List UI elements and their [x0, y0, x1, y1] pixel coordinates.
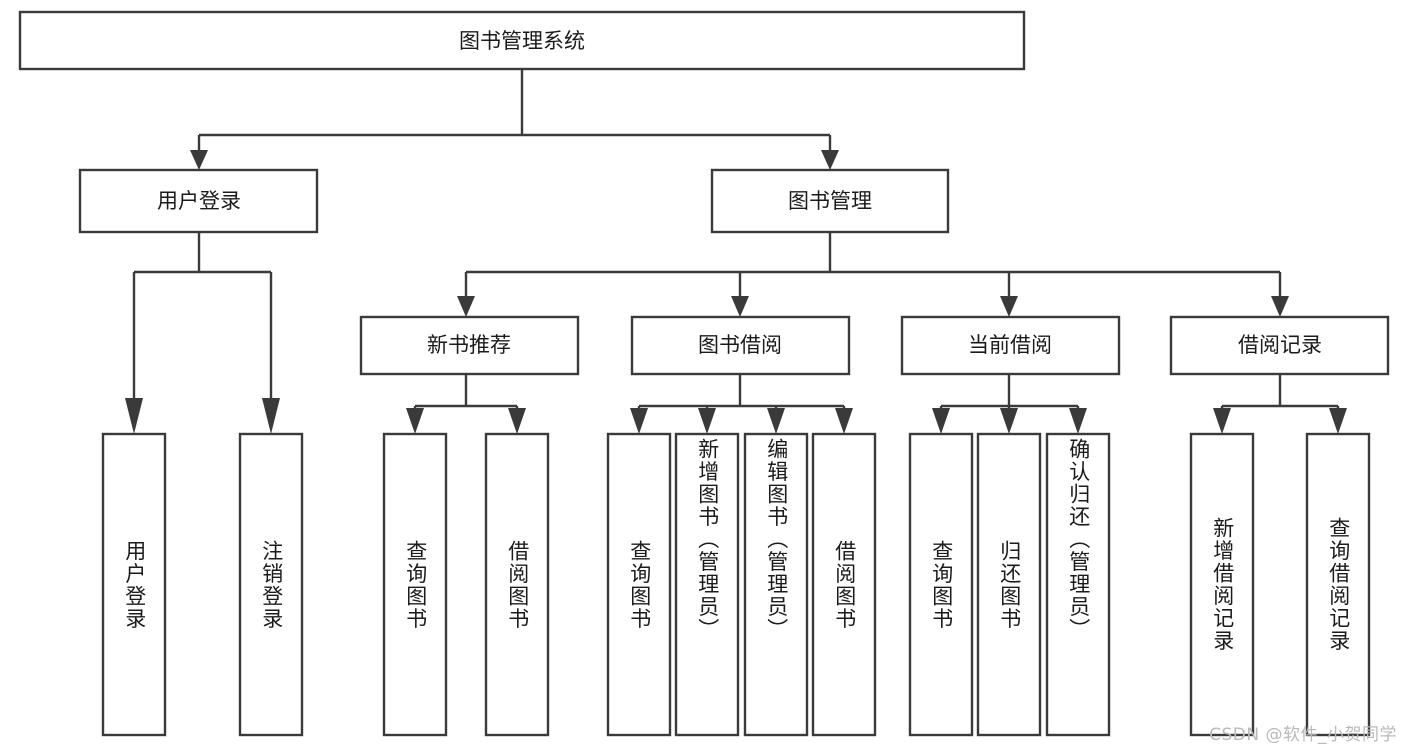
node-root-box[interactable] — [18, 10, 1026, 71]
node-borrow-record-label: 借阅记录 — [1238, 333, 1322, 357]
leaf-box-group — [101, 432, 1371, 737]
node-new-book-recommend[interactable]: 新书推荐 — [359, 315, 580, 376]
node-borrow-record-box[interactable] — [1169, 315, 1390, 376]
leaf-query-book-3-box[interactable] — [908, 432, 974, 737]
node-new-book-recommend-label: 新书推荐 — [427, 333, 511, 357]
connector-group — [125, 69, 1347, 434]
leaf-edit-book-box[interactable] — [743, 432, 809, 737]
node-borrow-record[interactable]: 借阅记录 — [1169, 315, 1390, 376]
node-new-book-recommend-box[interactable] — [359, 315, 580, 376]
arrow-head-book-management — [821, 150, 839, 170]
node-current-borrow[interactable]: 当前借阅 — [900, 315, 1121, 376]
arrow-head-leaf-confirm-return — [1069, 408, 1087, 434]
arrow-head-current-borrow — [1000, 296, 1018, 317]
node-current-borrow-box[interactable] — [900, 315, 1121, 376]
node-book-management[interactable]: 图书管理 — [710, 168, 950, 234]
csdn-watermark: CSDN @软件_小贺同学 — [1209, 725, 1397, 745]
arrow-head-leaf-query-book-1 — [406, 408, 424, 434]
node-root[interactable]: 图书管理系统 — [18, 10, 1026, 71]
leaf-query-record-box[interactable] — [1305, 432, 1371, 737]
arrow-head-leaf-query-book-2 — [630, 408, 648, 434]
node-book-borrow-label: 图书借阅 — [698, 333, 782, 357]
node-book-borrow[interactable]: 图书借阅 — [630, 315, 851, 376]
node-book-management-box[interactable] — [710, 168, 950, 234]
node-user-login-label: 用户登录 — [157, 189, 241, 213]
node-book-borrow-box[interactable] — [630, 315, 851, 376]
node-user-login[interactable]: 用户登录 — [78, 168, 319, 234]
leaf-add-book-box[interactable] — [674, 432, 740, 737]
leaf-add-record-box[interactable] — [1189, 432, 1255, 737]
node-current-borrow-label: 当前借阅 — [968, 333, 1052, 357]
leaf-user-login-box[interactable] — [101, 432, 167, 737]
arrow-head-leaf-user-login — [125, 398, 143, 434]
arrow-head-leaf-return-book — [1000, 408, 1018, 434]
arrow-head-book-borrow — [731, 296, 749, 317]
arrow-head-leaf-logout-login — [262, 398, 280, 434]
arrow-head-leaf-borrow-book-1 — [508, 408, 526, 434]
arrow-head-leaf-add-book — [698, 408, 716, 434]
leaf-return-book-box[interactable] — [976, 432, 1042, 737]
leaf-query-book-2-box[interactable] — [606, 432, 672, 737]
arrow-head-leaf-edit-book — [767, 408, 785, 434]
leaf-borrow-book-2-box[interactable] — [811, 432, 877, 737]
leaf-borrow-book-1-box[interactable] — [484, 432, 550, 737]
node-root-label: 图书管理系统 — [459, 29, 585, 53]
leaf-logout-login-box[interactable] — [238, 432, 304, 737]
arrow-head-leaf-query-record — [1329, 408, 1347, 434]
arrow-head-borrow-record — [1271, 296, 1289, 317]
node-user-login-box[interactable] — [78, 168, 319, 234]
node-book-management-label: 图书管理 — [788, 189, 872, 213]
arrow-head-leaf-query-book-3 — [932, 408, 950, 434]
leaf-confirm-return-box[interactable] — [1045, 432, 1111, 737]
arrow-head-new-book-recommend — [457, 296, 475, 317]
leaf-query-book-1-box[interactable] — [382, 432, 448, 737]
arrow-head-leaf-borrow-book-2 — [835, 408, 853, 434]
arrow-head-leaf-add-record — [1213, 408, 1231, 434]
arrow-head-user-login — [190, 150, 208, 170]
